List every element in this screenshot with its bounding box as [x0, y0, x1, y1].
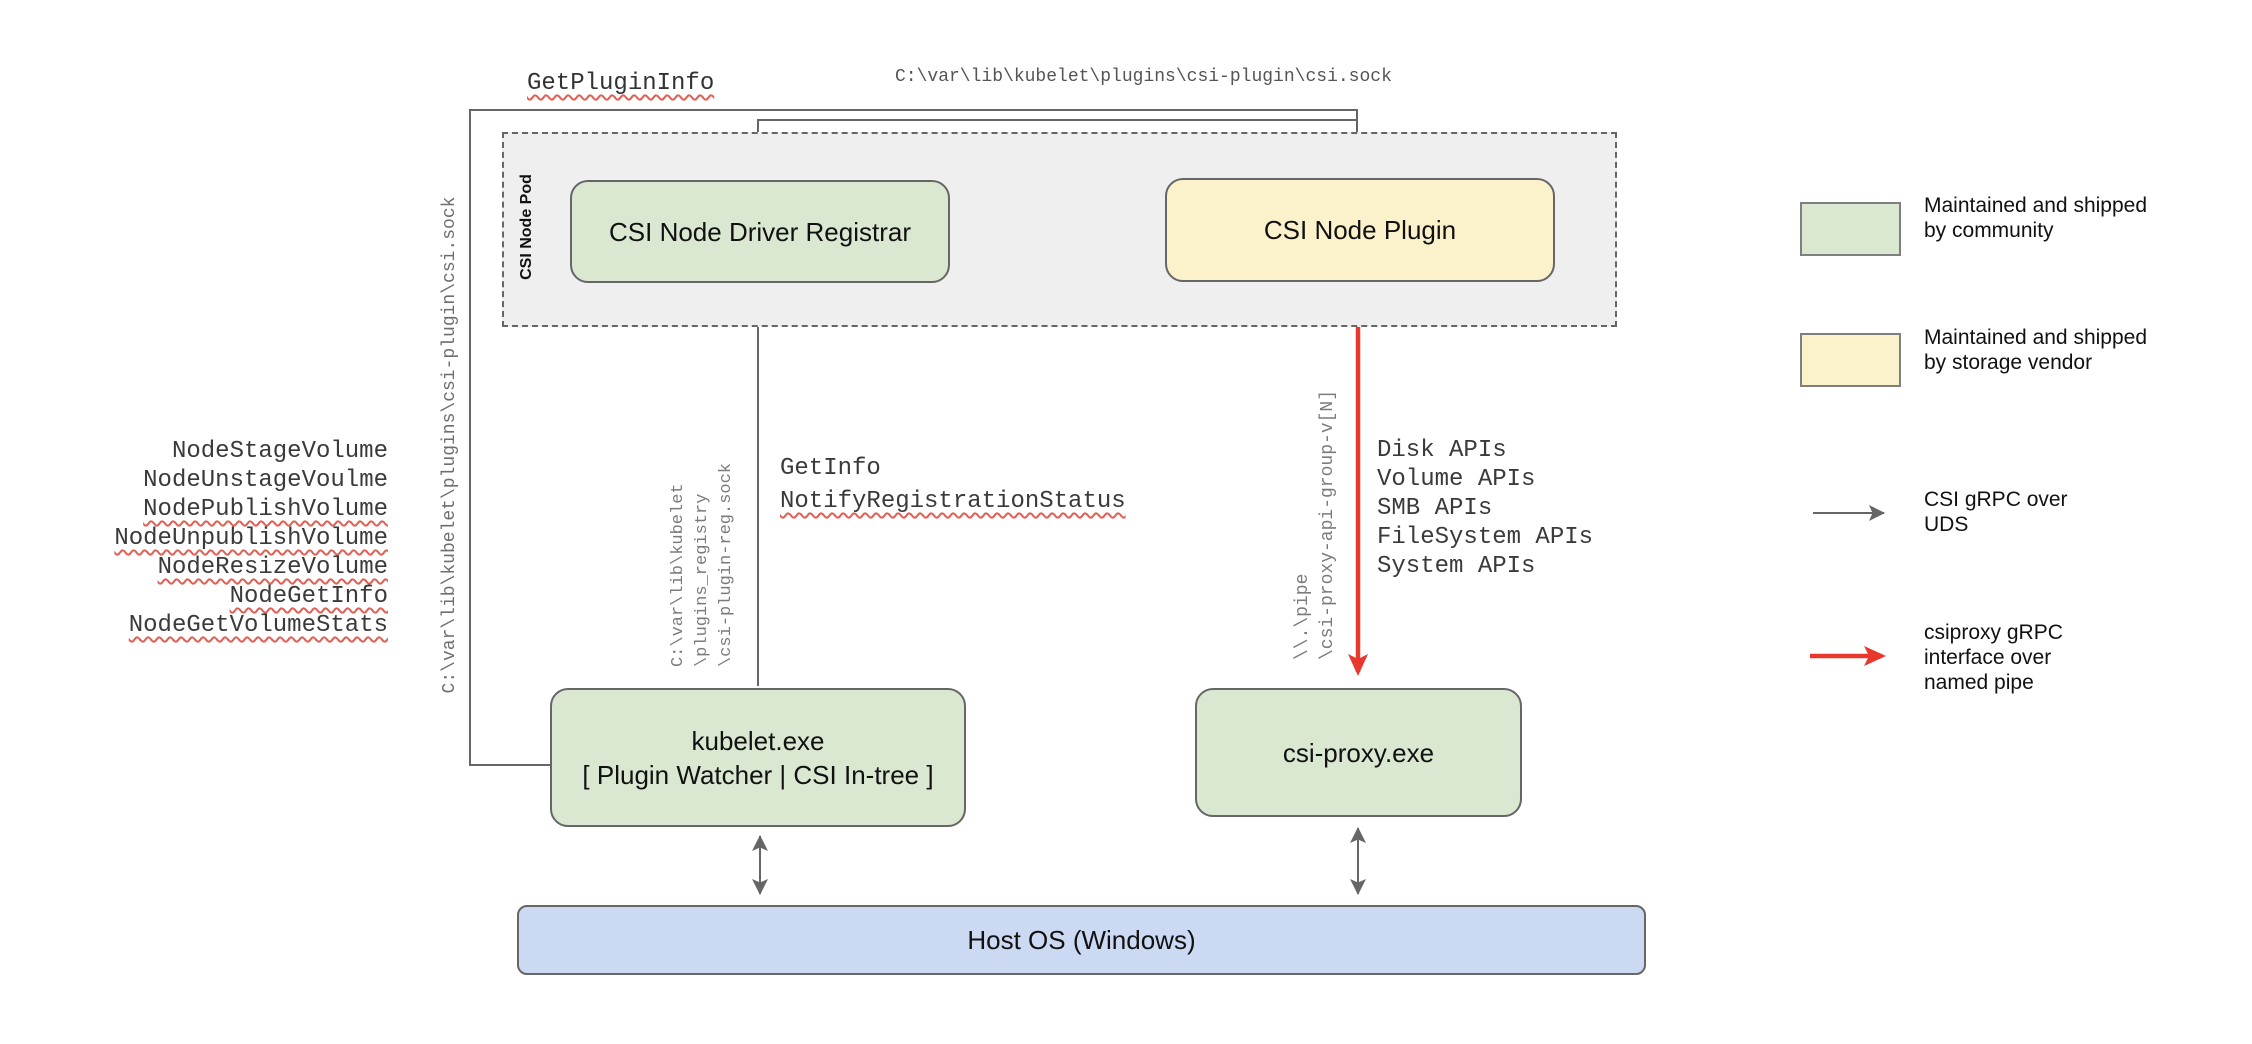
- node-rpc-item: NodeUnpublishVolume: [114, 525, 388, 552]
- notifyregistrationstatus-label: NotifyRegistrationStatus: [780, 488, 1126, 515]
- node-rpc-item: NodeStageVolume: [171, 438, 388, 465]
- legend-vendor-label: Maintained and shipped by storage vendor: [1924, 326, 2148, 374]
- registry-socket-path-label: C:\var\lib\kubelet \plugins_registry \cs…: [669, 462, 736, 668]
- top-socket-path-label: C:\var\lib\kubelet\plugins\csi-plugin\cs…: [895, 67, 1392, 87]
- legend-community-swatch: [1800, 202, 1901, 256]
- left-socket-path-label: C:\var\lib\kubelet\plugins\csi-plugin\cs…: [440, 196, 460, 694]
- kubelet-getplugininfo-connector: [469, 109, 1365, 766]
- legend-vendor-swatch: [1800, 333, 1901, 387]
- csi-node-plugin-node: CSI Node Plugin: [1165, 178, 1555, 282]
- getplugininfo-label: GetPluginInfo: [527, 70, 715, 97]
- csi-node-pod-label: CSI Node Pod: [518, 174, 535, 280]
- getinfo-label: GetInfo: [780, 455, 881, 482]
- host-os-node: Host OS (Windows): [517, 905, 1646, 975]
- node-rpc-item: NodePublishVolume: [143, 496, 388, 523]
- csi-node-driver-registrar-node: CSI Node Driver Registrar: [570, 180, 950, 283]
- node-rpc-item: NodeResizeVolume: [157, 554, 388, 581]
- proxy-api-list: Disk APIs Volume APIs SMB APIs FileSyste…: [1377, 437, 1594, 580]
- legend-namedpipe-label: csiproxy gRPC interface over named pipe: [1924, 621, 2063, 694]
- named-pipe-path-label: \\.\pipe \csi-proxy-api-group-v[N]: [1293, 389, 1338, 661]
- node-rpc-item: NodeGetInfo: [229, 583, 388, 610]
- node-rpc-list: NodeStageVolume NodeUnstageVoulme NodePu…: [98, 437, 388, 640]
- csi-proxy-node: csi-proxy.exe: [1195, 688, 1522, 817]
- node-rpc-item: NodeGetVolumeStats: [128, 612, 388, 639]
- legend-community-label: Maintained and shipped by community: [1924, 194, 2148, 242]
- legend-uds-label: CSI gRPC over UDS: [1924, 488, 2068, 536]
- kubelet-node: kubelet.exe [ Plugin Watcher | CSI In-tr…: [550, 688, 966, 827]
- registration-rpc-list: GetInfo NotifyRegistrationStatus: [780, 452, 1126, 518]
- node-rpc-item: NodeUnstageVoulme: [143, 467, 388, 494]
